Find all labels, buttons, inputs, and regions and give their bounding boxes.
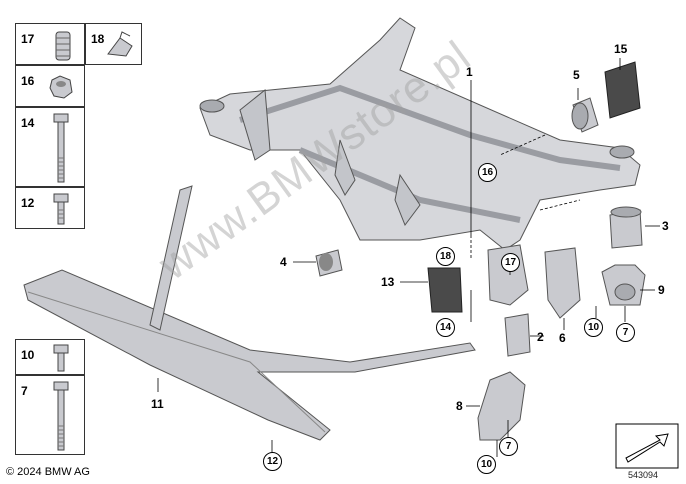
circled-callout-18: 18 [436,247,455,266]
short-bolt-icon [53,193,69,225]
part-number: 17 [21,32,35,46]
part-number: 18 [91,32,105,46]
part-number: 12 [21,196,35,210]
part-cell-12: 12 [15,187,85,229]
circled-callout-12: 12 [263,452,282,471]
mount-13-drawing [427,267,463,313]
part-cell-10: 10 [15,339,85,375]
circled-callout-17: 17 [501,253,520,272]
callout-13: 13 [381,275,395,289]
callout-11: 11 [151,397,164,411]
circled-callout-10: 10 [477,455,496,474]
bushing-4-drawing [315,249,343,277]
part-number: 7 [21,384,28,398]
callout-4: 4 [280,255,287,269]
circled-callout-7: 7 [499,437,518,456]
callout-8: 8 [456,399,463,413]
underbody-brace-drawing [23,185,476,441]
bolt-icon [53,344,69,372]
bracket-6-drawing [544,247,581,319]
callout-3: 3 [662,219,669,233]
clip-icon [107,31,133,57]
callout-1: 1 [466,65,473,79]
part-number: 16 [21,74,35,88]
hex-nut-icon [49,75,73,99]
mount-3-drawing [609,206,643,249]
long-bolt-icon [53,381,69,451]
callout-9: 9 [658,283,665,297]
callout-6: 6 [559,331,566,345]
direction-arrow-icon [615,423,679,469]
part-cell-14: 14 [15,107,85,187]
part-cell-17: 17 [15,23,85,65]
part-number: 10 [21,348,35,362]
part-cell-16: 16 [15,65,85,107]
part-cell-18: 18 [85,23,142,65]
bump-stop-icon [55,31,71,61]
circled-callout-10: 10 [584,318,603,337]
part-number: 14 [21,116,35,130]
callout-5: 5 [573,68,580,82]
circled-callout-16: 16 [478,163,497,182]
mount-2-drawing [504,313,531,357]
copyright-notice: © 2024 BMW AG [6,466,90,478]
bracket-8-drawing [477,371,526,441]
subframe-drawing [199,17,641,251]
callout-2: 2 [537,330,544,344]
bushing-5-drawing [571,97,599,133]
leader-lines [157,58,660,457]
callout-15: 15 [614,42,628,56]
document-number: 543094 [628,470,659,480]
part-cell-7: 7 [15,375,85,455]
circled-callout-7: 7 [616,323,635,342]
mount-9-drawing [601,264,646,306]
long-bolt-icon [53,113,69,183]
bracket-15-drawing [604,61,641,119]
circled-callout-14: 14 [436,318,455,337]
